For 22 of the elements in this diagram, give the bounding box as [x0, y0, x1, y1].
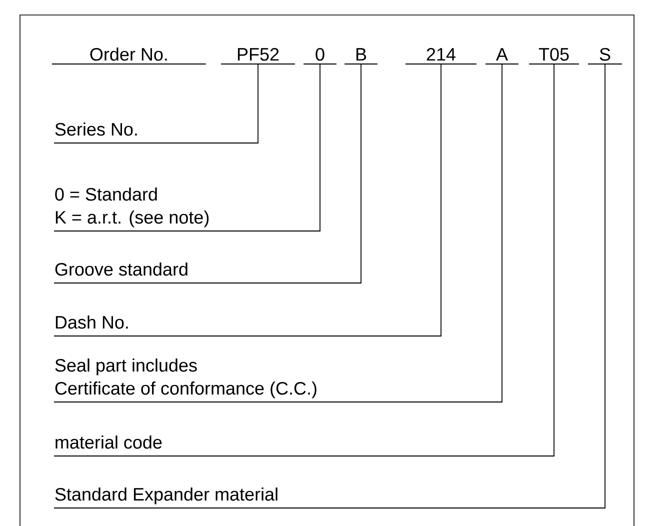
description-text: Standard Expander material	[55, 488, 278, 504]
leader-line	[54, 64, 442, 336]
code-segment: PF52	[220, 48, 296, 64]
leader-line	[54, 64, 606, 508]
order-number-label: Order No.	[52, 48, 206, 64]
leader-line	[54, 64, 258, 144]
leader-line	[54, 64, 502, 402]
code-segment: A	[485, 48, 519, 64]
leader-line	[54, 64, 320, 232]
description-text: Groove standard	[55, 262, 188, 276]
description-text: Seal part includes Certificate of conformance (C.C.)	[55, 358, 316, 398]
code-segment: S	[588, 48, 622, 64]
code-segment: 0	[303, 48, 337, 64]
description-text: 0 = Standard K = a.r.t. (see note)	[55, 188, 209, 228]
code-segment: T05	[528, 48, 580, 64]
description-text: material code	[56, 436, 162, 449]
description-text: Series No.	[55, 122, 137, 136]
code-segment: B	[344, 48, 378, 64]
leader-line	[54, 64, 554, 456]
description-text: Dash No.	[56, 316, 128, 329]
code-segment: 214	[405, 48, 477, 64]
leader-line	[54, 64, 362, 284]
